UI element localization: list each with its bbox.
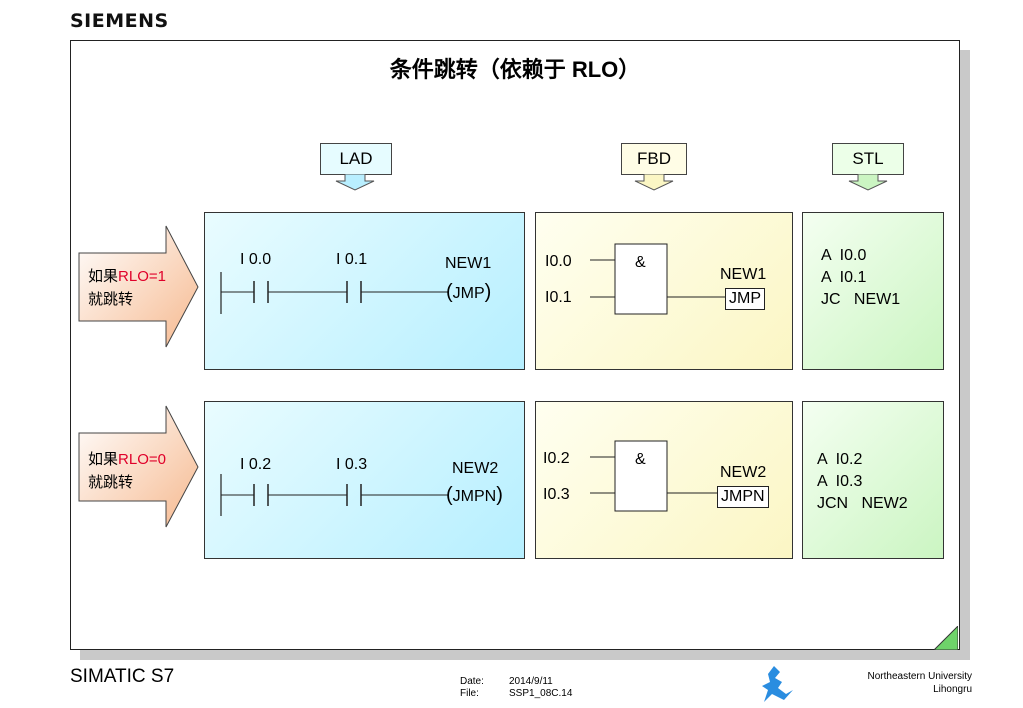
stl-header: STL [832,143,904,175]
lad-contact-label-2a: I 0.2 [240,456,272,473]
university-logo-icon [762,666,793,702]
lad-header: LAD [320,143,392,175]
footer-date-label: Date: [460,676,484,687]
fbd-jump-box-2: JMPN [717,486,769,508]
lad-down-arrow-icon [335,174,375,191]
condition-text-2: 如果RLO=0 就跳转 [88,448,166,494]
footer-product: SIMATIC S7 [70,666,175,687]
lad-panel-2 [204,401,525,559]
stl-line: A I0.0 [821,247,867,264]
fbd-jump-label-2: NEW2 [720,464,767,481]
slide-title: 条件跳转（依赖于 RLO） [389,57,641,82]
fbd-header: FBD [621,143,687,175]
condition-suffix: 就跳转 [88,473,134,491]
fbd-diagram-1 [590,243,725,315]
stl-line: JCN NEW2 [817,495,908,512]
lad-coil-1: (JMP) [446,281,491,304]
condition-rlo: RLO=1 [118,268,166,285]
fbd-diagram-2 [590,440,717,512]
coil-open-paren: ( [446,281,453,303]
coil-close-paren: ) [496,484,503,506]
condition-arrow-1-icon [78,225,199,348]
lad-contact-label-2b: I 0.3 [336,456,368,473]
condition-prefix: 如果 [88,267,119,285]
footer-author: Lihongru [933,684,972,695]
coil-open-paren: ( [446,484,453,506]
condition-rlo: RLO=0 [118,451,166,468]
lad-ladder-rung-1 [220,272,448,314]
stl-panel-1 [802,212,944,370]
lad-jump-label-1: NEW1 [445,255,492,272]
stl-header-label: STL [832,143,904,175]
condition-arrow-2-icon [78,405,199,528]
fbd-input-1b: I0.1 [545,289,572,306]
stl-line: A I0.1 [821,269,867,286]
lad-panel-1 [204,212,525,370]
lad-contact-label-1b: I 0.1 [336,251,368,268]
fbd-input-2b: I0.3 [543,486,570,503]
stl-down-arrow-icon [848,174,888,191]
fbd-jump-box-1: JMP [725,288,765,310]
footer-file-value: SSP1_08C.14 [509,688,573,699]
condition-suffix: 就跳转 [88,290,134,308]
footer-university: Northeastern University [867,671,972,682]
coil-close-paren: ) [484,281,492,303]
stl-code-1: A I0.0 A I0.1 JC NEW1 [821,245,900,311]
footer-file-label: File: [460,688,479,699]
fbd-header-label: FBD [621,143,687,175]
lad-header-label: LAD [320,143,392,175]
lad-jump-label-2: NEW2 [452,460,499,477]
fbd-jump-label-1: NEW1 [720,266,767,283]
footer-date-value: 2014/9/11 [509,676,553,687]
stl-line: A I0.3 [817,473,863,490]
coil-text: JMP [452,285,485,302]
fbd-input-2a: I0.2 [543,450,570,467]
condition-prefix: 如果 [88,450,119,468]
lad-ladder-rung-2 [220,474,448,516]
stl-panel-2 [802,401,944,559]
lad-coil-2: (JMPN) [446,484,503,507]
stl-line: JC NEW1 [821,291,901,308]
coil-text: JMPN [452,488,497,505]
fbd-input-1a: I0.0 [545,253,572,270]
stl-line: A I0.2 [817,451,863,468]
page-corner-icon [934,626,958,650]
fbd-and-gate-1: & [635,254,646,271]
siemens-logo: SIEMENS [70,10,169,32]
fbd-and-gate-2: & [635,451,646,468]
condition-text-1: 如果RLO=1 就跳转 [88,265,166,311]
fbd-down-arrow-icon [634,174,674,191]
lad-contact-label-1a: I 0.0 [240,251,272,268]
